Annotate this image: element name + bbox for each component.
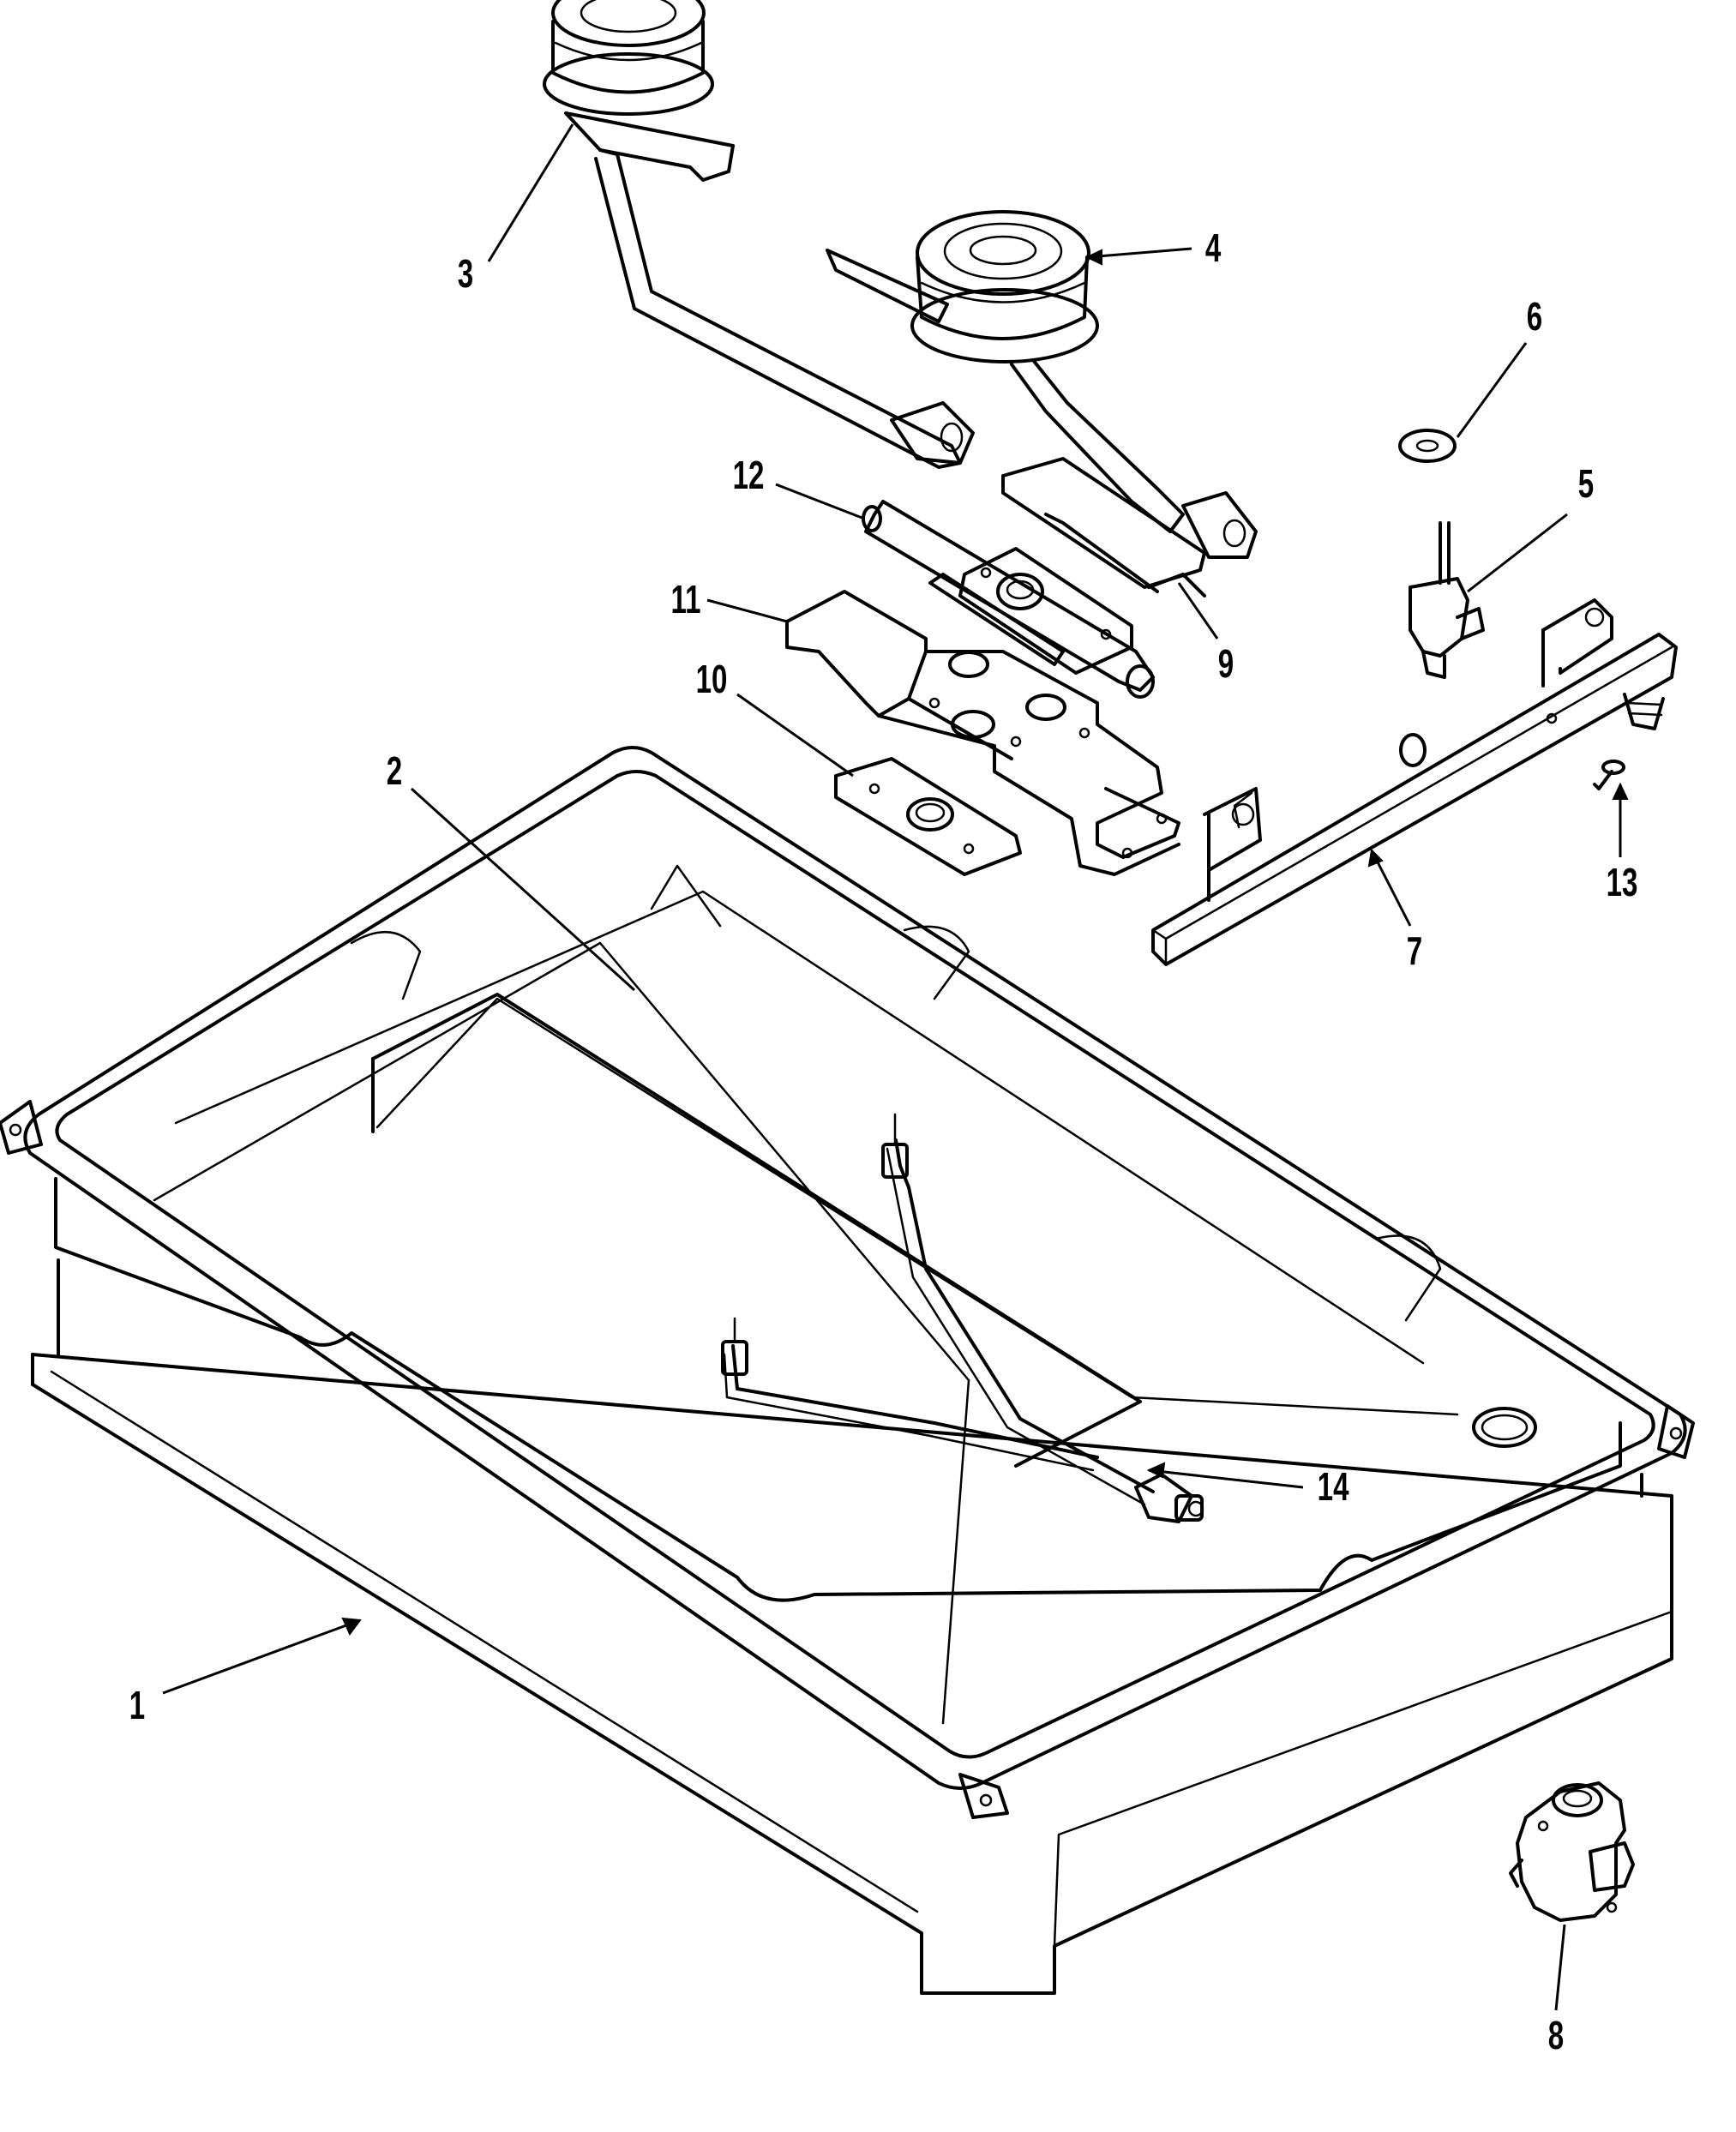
part-regulator xyxy=(1509,1781,1635,1922)
part-tube xyxy=(862,500,1155,699)
leader-1 xyxy=(162,1619,361,1695)
leader-12 xyxy=(775,483,865,520)
part-burner-box xyxy=(0,746,1695,1819)
leader-2 xyxy=(410,787,636,992)
leader-8 xyxy=(1554,1924,1566,2011)
part-manifold xyxy=(1151,598,1678,966)
leader-5 xyxy=(1467,513,1568,593)
part-washer xyxy=(1398,429,1457,463)
callout-14: 14 xyxy=(1318,1466,1349,1509)
callout-3: 3 xyxy=(458,253,473,296)
callout-10: 10 xyxy=(696,658,728,701)
leader-10 xyxy=(736,693,854,778)
part-small-plate xyxy=(834,757,1022,876)
callout-11: 11 xyxy=(670,579,700,622)
leader-14 xyxy=(1148,1468,1304,1489)
callout-labels: 1 2 3 4 5 6 7 8 9 10 11 12 13 14 xyxy=(129,227,1638,2057)
part-long-bracket xyxy=(785,590,1180,876)
callout-9: 9 xyxy=(1218,643,1234,686)
callout-8: 8 xyxy=(1548,2015,1564,2057)
callout-13: 13 xyxy=(1607,862,1638,904)
leader-3 xyxy=(487,123,574,262)
part-bracket xyxy=(1001,457,1206,598)
part-valve xyxy=(1409,521,1485,679)
part-left-burner xyxy=(543,0,975,469)
leader-6 xyxy=(1456,342,1528,438)
callout-12: 12 xyxy=(733,454,765,497)
callout-7: 7 xyxy=(1407,930,1422,973)
part-orifice-plate xyxy=(928,547,1133,675)
callout-1: 1 xyxy=(129,1685,145,1727)
leader-lines xyxy=(162,123,1629,2011)
leader-9 xyxy=(1177,582,1219,640)
part-right-burner xyxy=(826,210,1258,559)
part-screw xyxy=(1593,760,1625,790)
callout-5: 5 xyxy=(1578,463,1594,506)
callout-2: 2 xyxy=(387,750,402,793)
callout-6: 6 xyxy=(1527,296,1542,339)
part-gas-tubing xyxy=(721,1113,1204,1523)
part-base-frame xyxy=(31,1258,1673,1995)
callout-4: 4 xyxy=(1205,227,1222,270)
leader-4 xyxy=(1086,247,1192,259)
leader-11 xyxy=(706,598,788,623)
